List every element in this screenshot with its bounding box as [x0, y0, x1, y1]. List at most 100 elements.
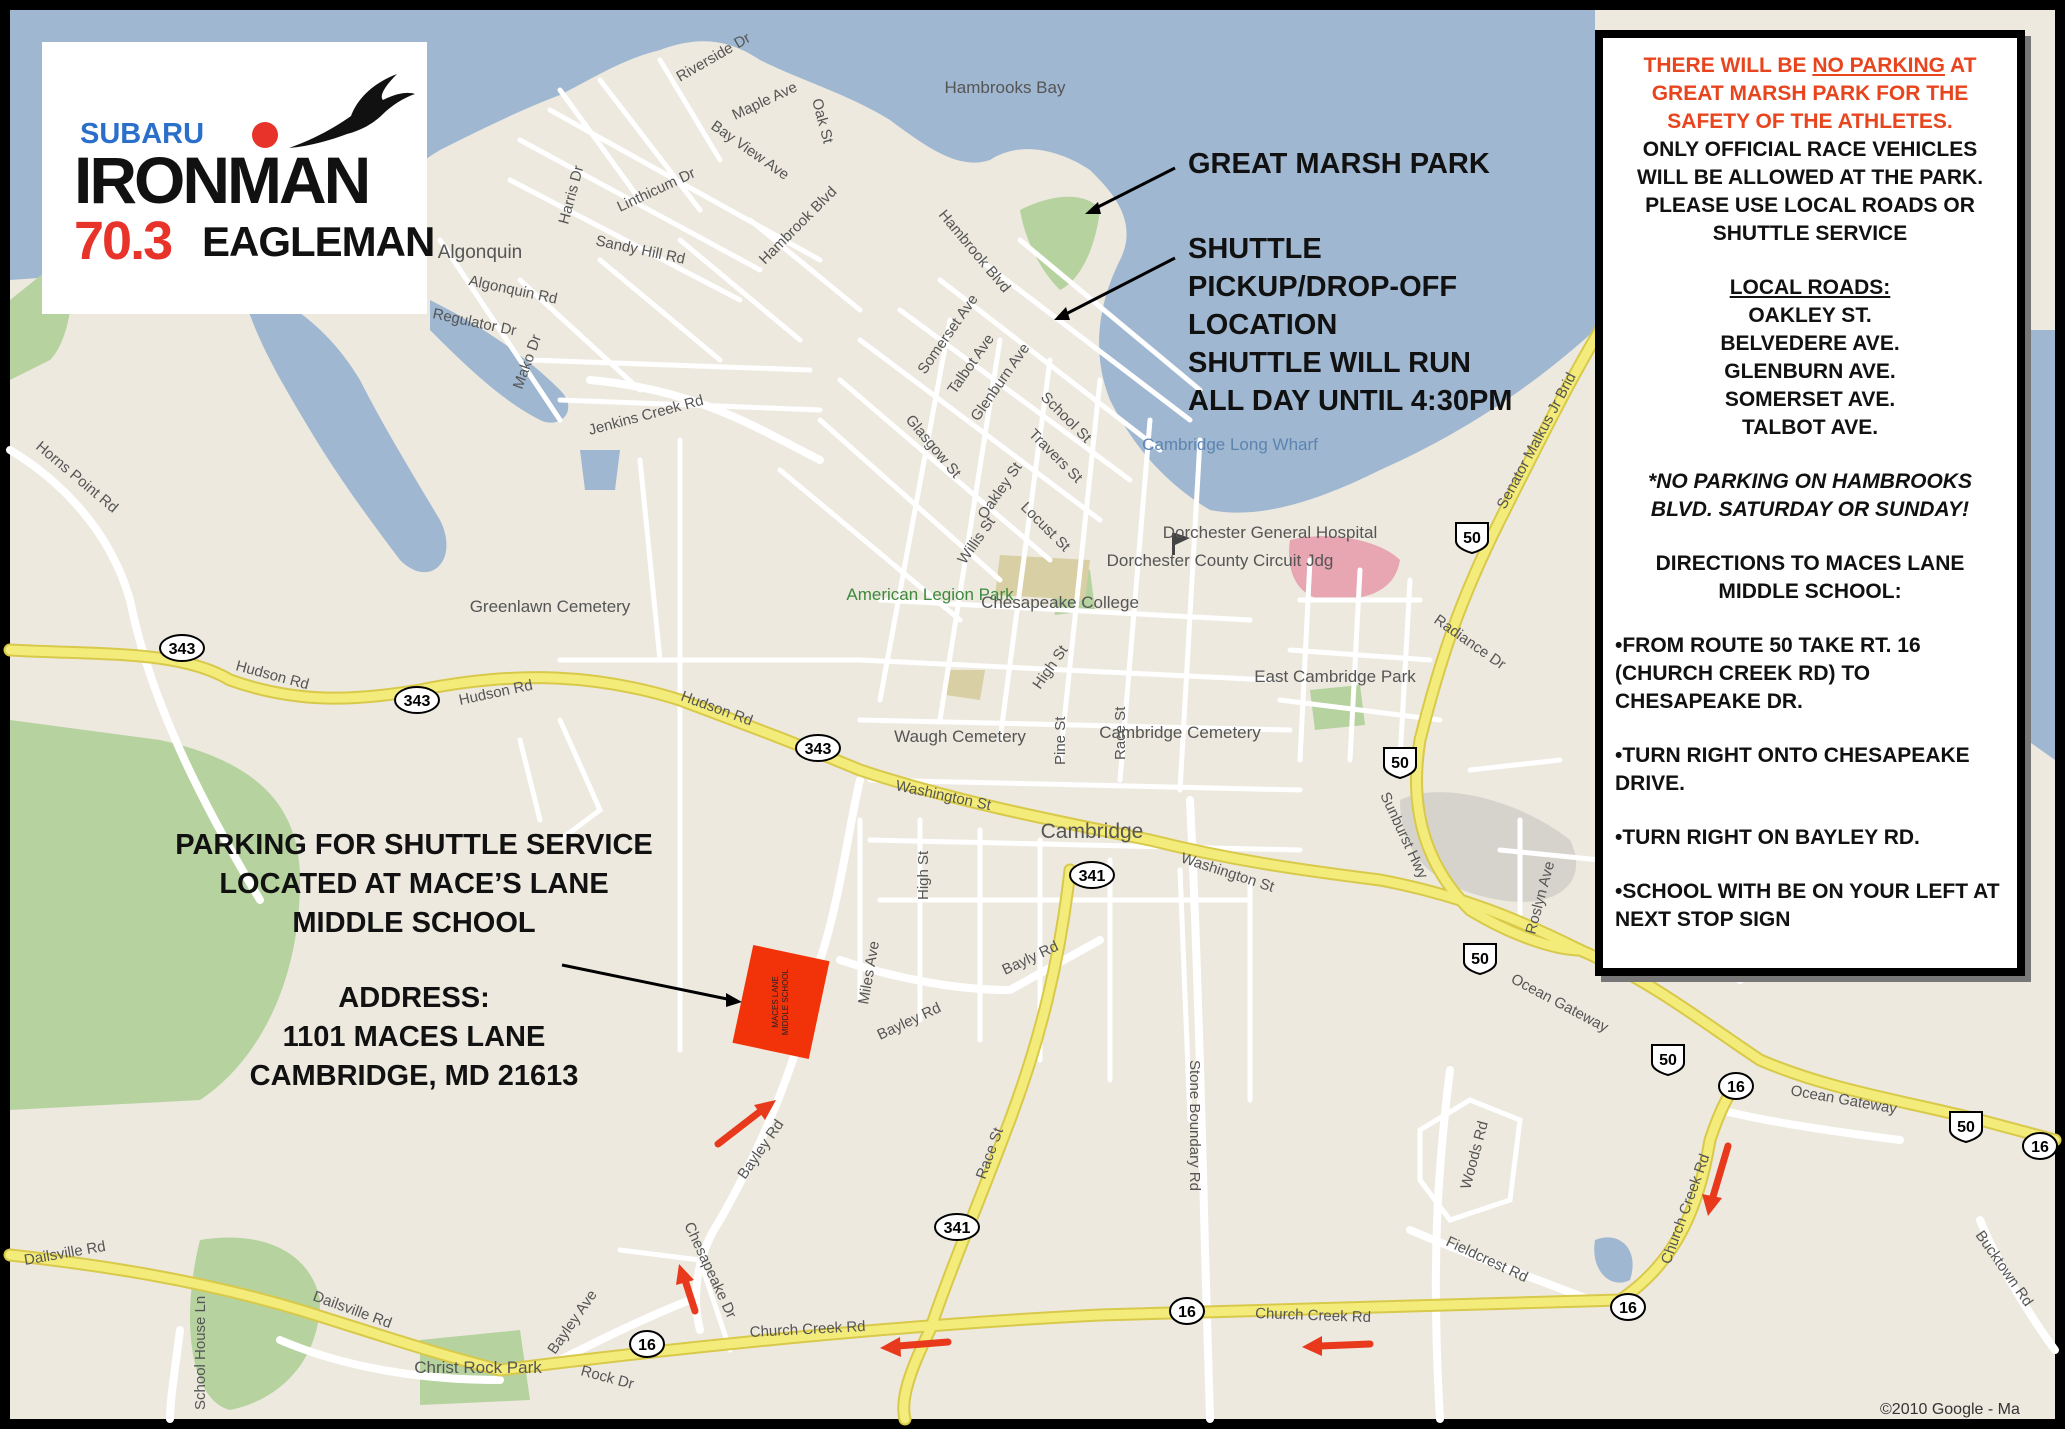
place-label: Hambrooks Bay [945, 78, 1066, 97]
route-16-shield: 16 [1610, 1293, 1646, 1321]
route-shields: 343 343 343 341 341 50 50 50 50 50 16 16… [159, 522, 2058, 1358]
svg-text:343: 343 [169, 641, 196, 658]
route-343-shield: 343 [394, 686, 440, 714]
road-label: School House Ln [192, 1296, 209, 1410]
map-copyright: ©2010 Google - Ma [1880, 1401, 2020, 1418]
direction-step: •FROM ROUTE 50 TAKE RT. 16 (CHURCH CREEK… [1615, 634, 1921, 713]
place-label: Dorchester County Circuit Jdg [1107, 551, 1334, 570]
place-label: Chesapeake College [981, 593, 1139, 612]
local-roads-header: LOCAL ROADS: [1729, 276, 1891, 299]
address-line: CAMBRIDGE, MD 21613 [249, 1060, 579, 1092]
place-label: Cambridge Long Wharf [1142, 435, 1318, 454]
local-road-item: TALBOT AVE. [1741, 416, 1879, 439]
place-label: Waugh Cemetery [894, 727, 1026, 746]
route-341-shield: 341 [934, 1213, 980, 1241]
parking-callout: PARKING FOR SHUTTLE SERVICE LOCATED AT M… [120, 826, 708, 1096]
directions-header: DIRECTIONS TO MACES LANE MIDDLE SCHOOL: [1655, 552, 1965, 603]
park-area [190, 1237, 320, 1410]
direction-arrow [714, 1100, 776, 1148]
direction-step: •TURN RIGHT ON BAYLEY RD. [1615, 826, 1920, 849]
event-logo: SUBARU IRONMAN 70.3 EAGLEMAN [42, 42, 435, 314]
water-inlet [240, 280, 447, 573]
direction-arrow [1702, 1142, 1732, 1216]
svg-text:50: 50 [1391, 755, 1409, 772]
sponsor-logo-text: SUBARU [80, 118, 205, 150]
direction-step: •TURN RIGHT ONTO CHESAPEAKE DRIVE. [1615, 744, 1970, 795]
road-label: Church Creek Rd [1255, 1305, 1371, 1326]
route-16-shield: 16 [629, 1330, 665, 1358]
route-50-shield: 50 [1651, 1044, 1685, 1077]
svg-text:16: 16 [638, 1337, 656, 1354]
pointer-arrows [561, 166, 1176, 1007]
direction-step: •SCHOOL WITH BE ON YOUR LEFT AT NEXT STO… [1615, 880, 2000, 931]
svg-text:50: 50 [1463, 530, 1481, 547]
flag-icon [1172, 533, 1190, 555]
svg-text:343: 343 [404, 693, 431, 710]
svg-text:343: 343 [805, 741, 832, 758]
route-341-shield: 341 [1069, 861, 1115, 889]
svg-text:16: 16 [1178, 1304, 1196, 1321]
local-road-item: BELVEDERE AVE. [1720, 332, 1900, 355]
event-logo-text: EAGLEMAN [202, 218, 435, 265]
route-16-shield: 16 [2022, 1132, 2058, 1160]
direction-arrow [676, 1264, 699, 1315]
svg-text:50: 50 [1471, 951, 1489, 968]
callout-text: MIDDLE SCHOOL [292, 907, 536, 939]
place-label: American Legion Park [846, 585, 1014, 604]
water-pond [580, 450, 620, 490]
place-label: Greenlawn Cemetery [470, 597, 631, 616]
road-label: Race St [1112, 706, 1129, 760]
place-label: East Cambridge Park [1254, 667, 1416, 686]
brand-logo-text: IRONMAN [74, 143, 371, 217]
shuttle-callout: SHUTTLE PICKUP/DROP-OFF LOCATION SHUTTLE… [1188, 230, 1512, 420]
callout-text: PICKUP/DROP-OFF [1188, 271, 1458, 303]
official-vehicles-text: ONLY OFFICIAL RACE VEHICLES WILL BE ALLO… [1636, 138, 1984, 245]
route-50-shield: 50 [1383, 747, 1417, 780]
place-label: Dorchester General Hospital [1163, 523, 1377, 542]
hospital-area [1289, 536, 1400, 600]
local-road-item: GLENBURN AVE. [1724, 360, 1896, 383]
callout-text: ALL DAY UNTIL 4:30PM [1188, 385, 1513, 417]
school-marker-label: MACES LANE MIDDLE SCHOOL [771, 968, 790, 1036]
address-label: ADDRESS: [338, 982, 490, 1014]
route-16-shield: 16 [1718, 1072, 1754, 1100]
highways-fill [5, 325, 2060, 1424]
road-label: Church Creek Rd [749, 1318, 866, 1341]
road-label: Pine St [1052, 716, 1069, 765]
route-16-shield: 16 [1169, 1297, 1205, 1325]
route-343-shield: 343 [795, 734, 841, 762]
great-marsh-park-callout: GREAT MARSH PARK [1188, 148, 1490, 181]
red-dot-icon [252, 122, 278, 148]
svg-text:50: 50 [1957, 1119, 1975, 1136]
hambrooks-note: *NO PARKING ON HAMBROOKS BLVD. SATURDAY … [1648, 470, 1972, 521]
svg-text:341: 341 [1079, 868, 1106, 885]
svg-text:16: 16 [1619, 1300, 1637, 1317]
no-parking-warning: THERE WILL BE NO PARKING AT GREAT MARSH … [1643, 54, 1977, 133]
great-marsh-park [1020, 196, 1100, 290]
callout-text: GREAT MARSH PARK [1188, 148, 1490, 180]
distance-logo-text: 70.3 [74, 211, 173, 271]
direction-arrow [1302, 1336, 1374, 1356]
svg-text:16: 16 [2031, 1139, 2049, 1156]
direction-arrows[interactable] [676, 1100, 1732, 1357]
callout-text: LOCATED AT MACE’S LANE [219, 868, 609, 900]
local-road-item: SOMERSET AVE. [1724, 388, 1896, 411]
park-area [10, 720, 300, 1110]
callout-text: PARKING FOR SHUTTLE SERVICE [175, 829, 653, 861]
route-343-shield: 343 [159, 634, 205, 662]
place-label: Christ Rock Park [414, 1358, 542, 1377]
water-pond [1594, 1237, 1633, 1283]
water-inlet [430, 300, 569, 423]
parking-info-panel: THERE WILL BE NO PARKING AT GREAT MARSH … [1595, 30, 2025, 976]
route-50-shield: 50 [1463, 943, 1497, 976]
road-label: Stone Boundary Rd [1186, 1060, 1203, 1191]
route-50-shield: 50 [1949, 1111, 1983, 1144]
road-label: High St [915, 850, 932, 900]
callout-text: SHUTTLE [1188, 233, 1322, 265]
route-50-shield: 50 [1455, 522, 1489, 555]
svg-text:16: 16 [1727, 1079, 1745, 1096]
svg-text:50: 50 [1659, 1052, 1677, 1069]
eagle-icon [289, 74, 415, 148]
local-road-item: OAKLEY ST. [1748, 304, 1872, 327]
